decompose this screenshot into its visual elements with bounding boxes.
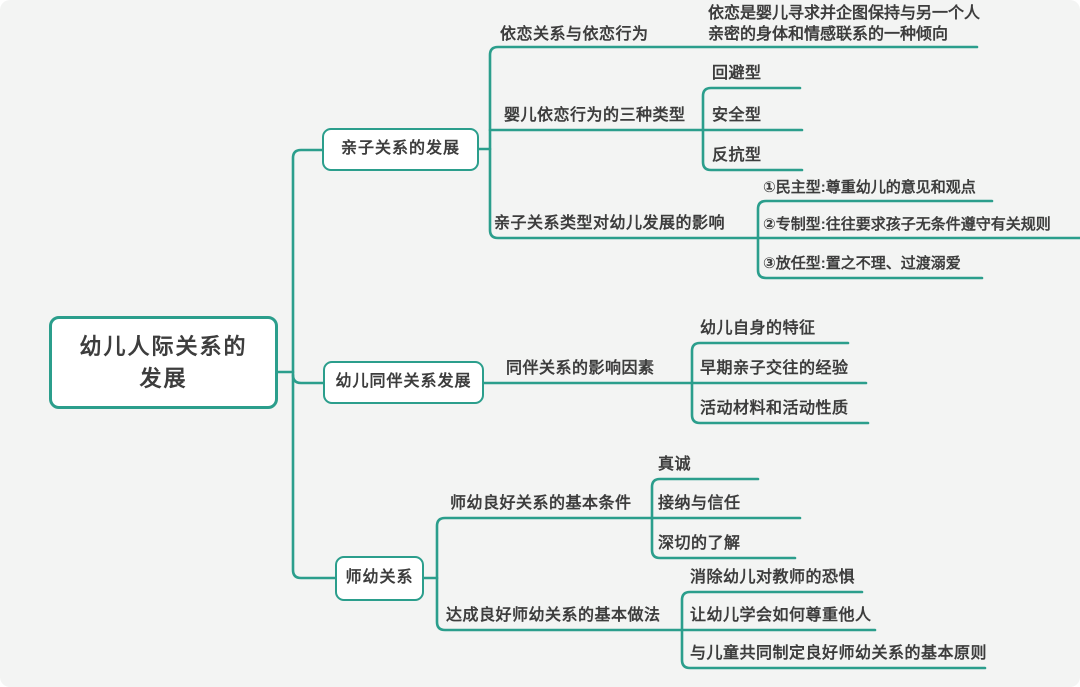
topic-teacher-relation-practices[interactable]: 达成良好师幼关系的基本做法 — [446, 607, 661, 624]
branch1-spine — [488, 45, 1080, 240]
leaf-sincerity[interactable]: 真诚 — [658, 456, 692, 473]
leaf-early-parent-experience[interactable]: 早期亲子交往的经验 — [700, 360, 849, 377]
branch-label: 师幼关系 — [345, 569, 414, 587]
leaf-remove-fear[interactable]: 消除幼儿对教师的恐惧 — [690, 569, 856, 586]
topic-attachment-types[interactable]: 婴儿依恋行为的三种类型 — [504, 107, 686, 124]
leaf-resistant-type[interactable]: 反抗型 — [712, 147, 762, 164]
leaf-deep-understanding[interactable]: 深切的了解 — [658, 535, 741, 552]
branch-label: 亲子关系的发展 — [340, 140, 460, 158]
leaf-learn-respect[interactable]: 让幼儿学会如何尊重他人 — [690, 607, 872, 624]
topic-attachment-definition[interactable]: 依恋关系与依恋行为 — [500, 26, 649, 43]
leaf-joint-rules[interactable]: 与儿童共同制定良好师幼关系的基本原则 — [690, 645, 988, 662]
leaf-authoritarian-type[interactable]: ②专制型:往往要求孩子无条件遵守有关规则 — [763, 216, 1051, 233]
leaf-acceptance-trust[interactable]: 接纳与信任 — [658, 495, 741, 512]
leaf-secure-type[interactable]: 安全型 — [712, 107, 762, 124]
branch-peer-relations[interactable]: 幼儿同伴关系发展 — [323, 361, 484, 404]
branch-parent-child[interactable]: 亲子关系的发展 — [322, 128, 479, 171]
leaf-permissive-type[interactable]: ③放任型:置之不理、过渡溺爱 — [763, 255, 961, 272]
leaf-avoidant-type[interactable]: 回避型 — [712, 65, 762, 82]
branch-label: 幼儿同伴关系发展 — [335, 373, 472, 391]
topic-peer-factors[interactable]: 同伴关系的影响因素 — [506, 360, 655, 377]
leaf-democratic-type[interactable]: ①民主型:尊重幼儿的意见和观点 — [763, 179, 976, 196]
leaf-activity-materials[interactable]: 活动材料和活动性质 — [700, 400, 849, 417]
leaf-child-own-traits[interactable]: 幼儿自身的特征 — [700, 320, 816, 337]
root-label: 幼儿人际关系的发展 — [79, 333, 248, 391]
leaf-attachment-description[interactable]: 依恋是婴儿寻求并企图保持与另一个人亲密的身体和情感联系的一种倾向 — [708, 5, 981, 43]
branch-teacher-child[interactable]: 师幼关系 — [335, 556, 424, 601]
topic-parenting-influence[interactable]: 亲子关系类型对幼儿发展的影响 — [494, 215, 726, 232]
topic-teacher-relation-conditions[interactable]: 师幼良好关系的基本条件 — [450, 495, 632, 512]
node-root[interactable]: 幼儿人际关系的发展 — [49, 316, 278, 409]
branch2-connector — [291, 373, 325, 385]
